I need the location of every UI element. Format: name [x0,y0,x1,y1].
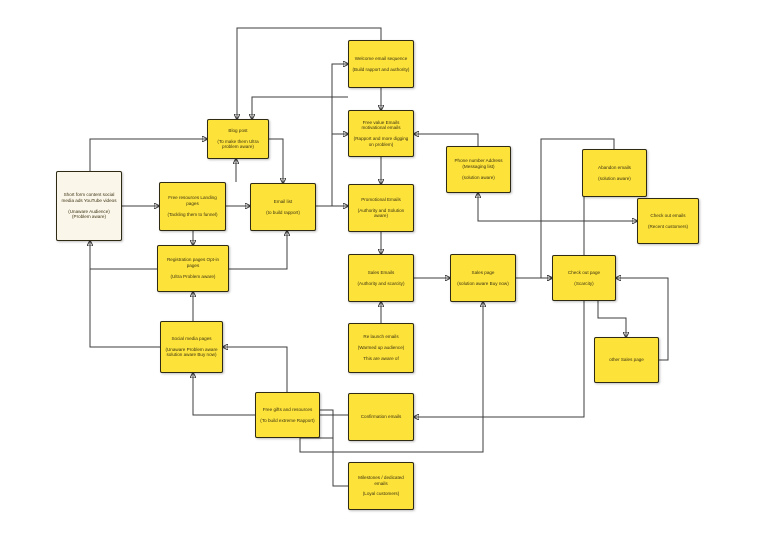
node-free-resources[interactable]: Free resources Landing pages (Tackling t… [159,182,226,231]
edge-abandon-to-checkout [540,138,615,278]
node-title: Sales Emails [367,269,395,275]
edge-registration-to-email-list [229,231,287,270]
node-start-content[interactable]: Short form content social media ads YouT… [56,171,122,241]
node-note: This are aware of [363,355,399,361]
node-title: Sales page [471,269,495,275]
node-subtitle: (Tackling them to funnel) [167,211,218,217]
node-title: Blog post [228,127,248,133]
node-title: Free value Emails motivational emails [361,119,401,131]
node-subtitle: (solution aware Buy now) [457,280,509,286]
edge-welcome-to-blog-post [237,27,382,119]
node-checkout-emails[interactable]: Check out emails (Recent customers) [637,198,699,244]
node-welcome-email-sequence[interactable]: Welcome email sequence (Build rapport an… [348,40,414,88]
node-free-value-emails[interactable]: Free value Emails motivational emails (R… [348,110,414,157]
node-milestones-emails[interactable]: Milestones / dedicated emails (Loyal cus… [348,462,414,510]
edge-email-list-to-free-value [316,134,348,207]
edge-free-value-to-blog-post [252,96,348,119]
edge-free-gifts-to-milestones [300,437,348,487]
node-subtitle: (Rapport and more digging on problem) [353,136,409,147]
node-title: Milestones / dedicated emails [358,474,404,486]
edge-checkout-to-checkout-emails [583,221,637,255]
connectors [89,27,669,487]
node-subtitle: (solution aware) [462,174,495,180]
edge-blog-post-to-email-list [269,138,283,183]
node-abandon-emails[interactable]: Abandon emails (solution aware) [582,149,647,197]
node-title: Re launch emails [363,334,399,340]
node-subtitle: (Authority and Solution aware) [357,207,405,219]
node-subtitle: (Authority and scarcity) [357,280,405,286]
node-subtitle: (To build extreme Rapport) [260,417,315,423]
edge-phone-to-free-value [414,134,479,146]
node-email-list[interactable]: Email list (to build rapport) [250,183,316,231]
edge-checkout-to-confirmation [414,301,585,417]
node-free-gifts[interactable]: Free gifts and resources (To build extre… [255,392,320,438]
node-title: Registration pages Opt-in pages [166,257,220,269]
node-subtitle: (Unaware Problem aware solution aware Bu… [165,346,218,358]
node-other-sales-page[interactable]: other Sales page [594,337,659,383]
node-subtitle: (To make them Ultra problem aware) [217,138,259,150]
edge-free-gifts-to-social-media-2 [223,347,288,392]
node-confirmation-emails[interactable]: Confirmation emails [348,393,414,441]
node-subtitle: (Warmed up audience) [357,345,405,351]
node-title: Phone number Address (Messaging list) [454,158,503,170]
node-title: Free resources Landing pages [168,195,217,207]
node-title: Social media pages [171,335,212,341]
edge-start-to-blog-post [89,139,207,171]
node-blog-post[interactable]: Blog post (To make them Ultra problem aw… [207,119,269,159]
node-promotional-emails[interactable]: Promotional Emails (Authority and Soluti… [348,184,414,232]
node-title: Confirmation emails [360,414,402,420]
node-title: Welcome email sequence [354,55,408,61]
node-sales-emails[interactable]: Sales Emails (Authority and scarcity) [348,254,414,302]
node-checkout-page[interactable]: Check out page (Scarcity) [552,255,616,301]
node-title: Email list [273,198,293,204]
node-subtitle: (solution aware) [598,175,631,181]
node-subtitle: (to build rapport) [266,209,300,215]
node-registration-pages[interactable]: Registration pages Opt-in pages (Ultra P… [157,245,229,292]
node-title: Short form content social media ads YouT… [61,192,117,203]
node-title: other Sales page [609,357,644,363]
node-title: Check out emails [650,212,686,218]
edge-checkout-to-other-sales [597,301,626,337]
edge-checkout-to-phone [478,193,584,222]
node-subtitle: (Loyal customers) [362,491,400,497]
node-title: Check out page [567,269,601,275]
node-social-media-pages[interactable]: Social media pages (Unaware Problem awar… [160,321,223,373]
edge-registration-to-start [90,241,157,270]
edge-social-media-to-start [89,241,160,348]
edge-free-gifts-to-social-media [193,373,255,416]
edge-free-gifts-to-sales-page [320,302,483,453]
node-relaunch-emails[interactable]: Re launch emails (Warmed up audience) Th… [348,323,414,373]
node-title: Free gifts and resources [262,406,313,412]
node-subtitle: (Unaware Audience) (Problem aware) [68,208,110,220]
node-title: Promotional Emails [361,196,401,202]
node-subtitle: (Build rapport and authority) [352,66,410,72]
node-title: Abandon emails [598,164,631,170]
node-subtitle: (Recent customers) [647,223,689,229]
node-subtitle: (Ultra Problem aware) [170,273,216,279]
edge-other-sales-to-checkout [616,278,669,361]
node-sales-page[interactable]: Sales page (solution aware Buy now) [450,254,516,302]
node-subtitle: (Scarcity) [574,280,594,286]
node-phone-number-address[interactable]: Phone number Address (Messaging list) (s… [446,146,511,193]
